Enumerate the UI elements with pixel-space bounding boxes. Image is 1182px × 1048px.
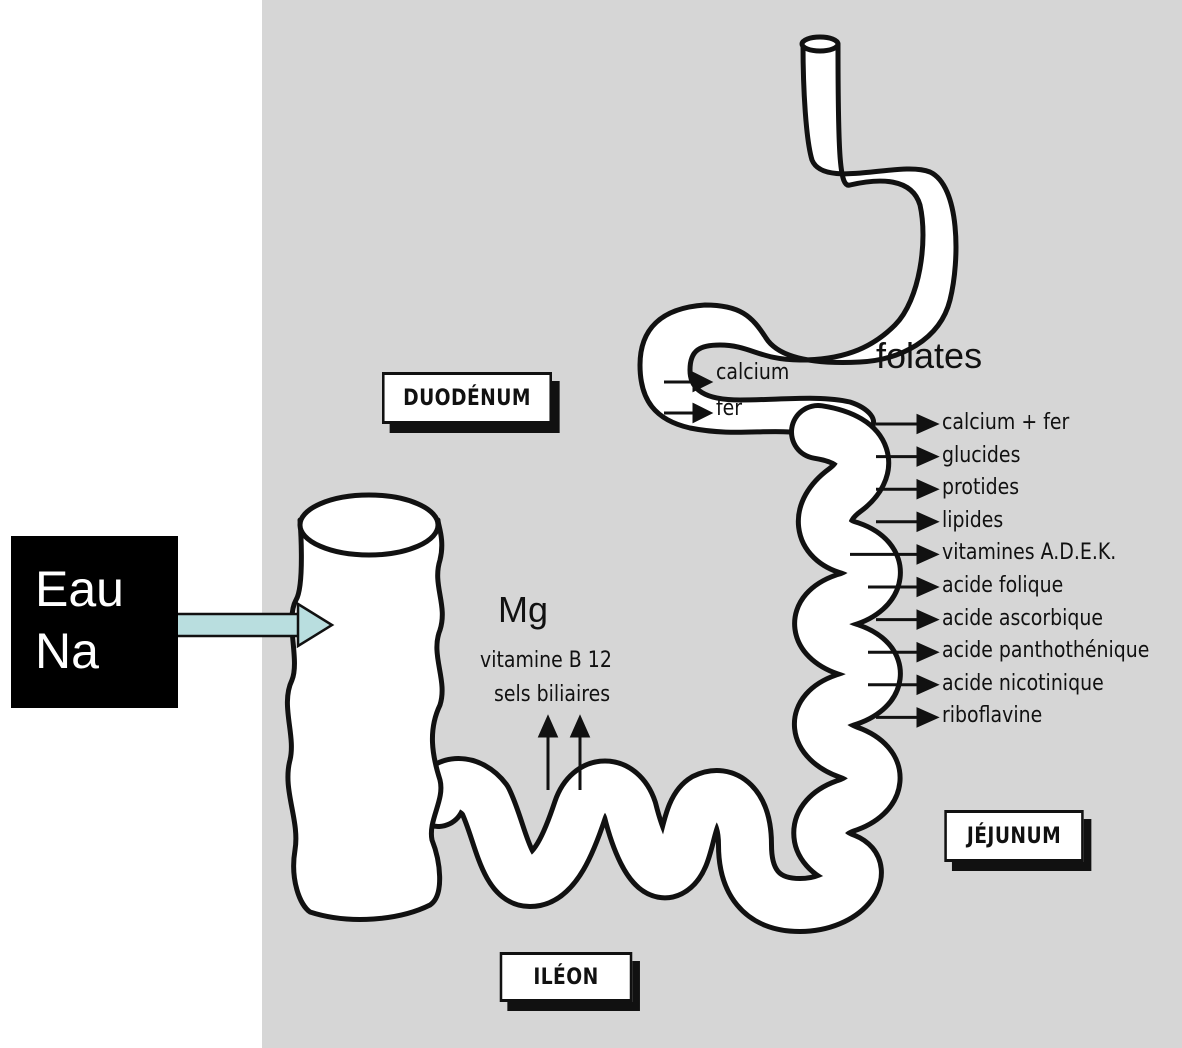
jejunum-nutrient-item: acide folique xyxy=(942,575,1063,597)
folates-annotation: folates xyxy=(876,338,982,374)
jejunum-arrow-head xyxy=(918,546,936,562)
jejunum-nutrient-item: glucides xyxy=(942,445,1020,467)
colon-absorption-na: Na xyxy=(35,620,178,682)
jejunum-label: JÉJUNUM xyxy=(944,810,1083,862)
jejunum-nutrient-item: riboflavine xyxy=(942,705,1042,727)
colon-arrow xyxy=(168,604,332,646)
jejunum-nutrient-item: protides xyxy=(942,477,1019,499)
jejunum-nutrient-item: acide nicotinique xyxy=(942,673,1104,695)
jejunum-nutrient-item: calcium + fer xyxy=(942,412,1069,434)
mg-annotation: Mg xyxy=(498,592,548,628)
jejunum-nutrient-item: acide ascorbique xyxy=(942,608,1103,630)
jejunum-arrow-head xyxy=(918,514,936,530)
jejunum-arrow-head xyxy=(918,709,936,725)
jejunum-arrow-head xyxy=(918,449,936,465)
jejunum-arrow-head xyxy=(918,579,936,595)
ileon-label: ILÉON xyxy=(500,952,633,1002)
esophagus-opening xyxy=(802,37,838,51)
colon-absorption-eau: Eau xyxy=(35,558,178,620)
jejunum-arrow-head xyxy=(918,481,936,497)
jejunum-arrow-head xyxy=(918,612,936,628)
jejunum-nutrient-item: vitamines A.D.E.K. xyxy=(942,542,1116,564)
jejunum-nutrient-item: lipides xyxy=(942,510,1003,532)
colon-absorption-box: Eau Na xyxy=(11,536,178,708)
colon xyxy=(287,520,442,919)
jejunum-nutrient-item: acide panthothénique xyxy=(942,640,1149,662)
ileon-nutrient-b12: vitamine B 12 xyxy=(480,650,612,672)
jejunum-arrow-head xyxy=(918,677,936,693)
duodenum-label: DUODÉNUM xyxy=(382,372,552,424)
duodenum-nutrient-calcium: calcium xyxy=(716,362,789,384)
duodenum-nutrient-fer: fer xyxy=(716,398,742,420)
colon-opening xyxy=(300,495,438,555)
stomach xyxy=(640,44,956,450)
ileon-nutrient-sels-biliaires: sels biliaires xyxy=(494,684,610,706)
jejunum-arrow-head xyxy=(918,644,936,660)
jejunum-arrow-head xyxy=(918,416,936,432)
